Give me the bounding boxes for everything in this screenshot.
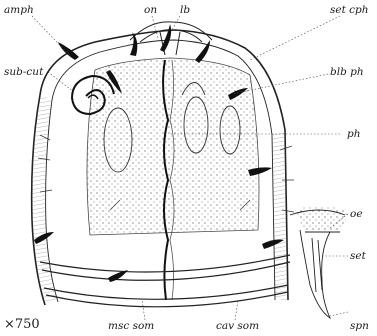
label-amph: amph — [4, 4, 34, 16]
label-sub-cut: sub-cut — [4, 66, 43, 78]
label-lb: lb — [180, 4, 190, 16]
magnification-label: ×750 — [4, 318, 40, 332]
label-set-cph: set cph — [330, 4, 369, 16]
lip-region — [130, 22, 212, 55]
label-blb-ph: blb ph — [330, 66, 364, 78]
label-oe: oe — [350, 208, 363, 220]
label-ph: ph — [347, 128, 360, 140]
left-cuticle-hatching — [32, 95, 58, 305]
label-on: on — [144, 4, 157, 16]
label-cav-som: cav som — [216, 320, 259, 332]
label-msc-som: msc som — [108, 320, 154, 332]
label-set: set — [350, 250, 366, 262]
label-spn: spn — [350, 320, 369, 332]
